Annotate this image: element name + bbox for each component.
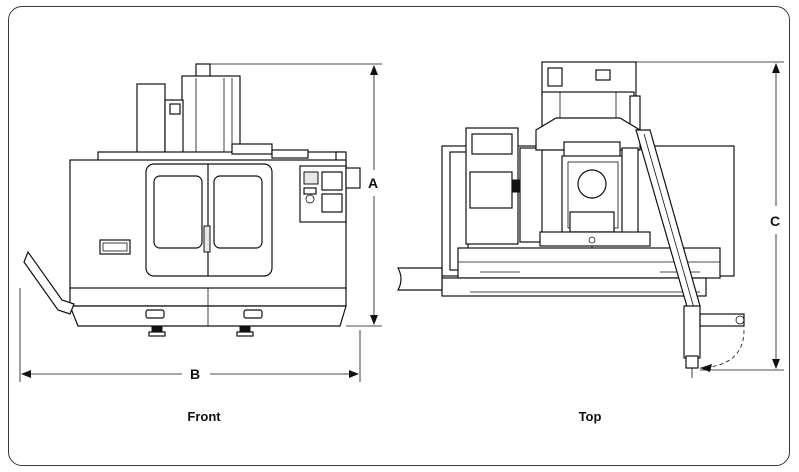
dimension-c	[636, 61, 784, 371]
top-view	[396, 61, 745, 378]
dimension-a	[210, 63, 382, 327]
drawing-frame	[8, 6, 790, 466]
dimension-b	[19, 288, 361, 382]
dimension-a-label: A	[368, 175, 378, 191]
dimension-b-label: B	[190, 366, 200, 382]
dimension-c-label: C	[770, 213, 780, 229]
front-caption: Front	[187, 409, 221, 424]
top-caption: Top	[579, 409, 602, 424]
front-view	[23, 63, 361, 337]
